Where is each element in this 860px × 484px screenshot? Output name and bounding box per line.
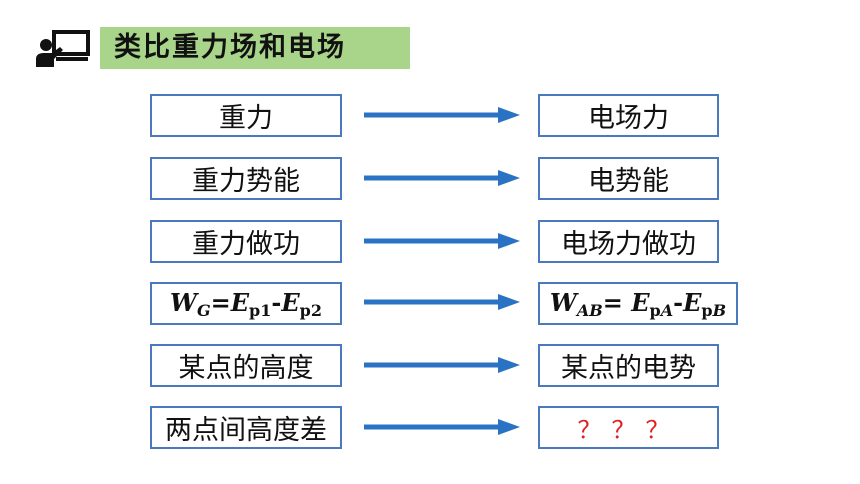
right-box-electric-force: 电场力 <box>538 94 719 137</box>
formula-part: WG=Ep1-Ep2 <box>170 287 322 320</box>
left-box-point-height: 某点的高度 <box>150 344 342 387</box>
teacher-board-icon <box>36 30 90 67</box>
left-box-gravity-work: 重力做功 <box>150 220 342 263</box>
arrow-right-icon <box>364 294 520 310</box>
title-highlight <box>100 27 410 69</box>
right-box-unknown: ？？？ <box>538 406 719 449</box>
right-box-electric-work-formula: WAB= EpA-EpB <box>538 282 738 325</box>
right-box-electric-potential-energy: 电势能 <box>538 157 719 200</box>
arrow-right-icon <box>364 170 520 186</box>
page-title: 类比重力场和电场 <box>114 32 346 63</box>
arrow-right-icon <box>364 233 520 249</box>
right-box-electric-force-work: 电场力做功 <box>538 220 719 263</box>
left-box-gravity: 重力 <box>150 94 342 137</box>
left-box-height-difference: 两点间高度差 <box>150 406 342 449</box>
arrow-right-icon <box>364 357 520 373</box>
arrow-right-icon <box>364 107 520 123</box>
formula-part: WAB= EpA-EpB <box>549 287 727 320</box>
arrow-right-icon <box>364 419 520 435</box>
right-box-point-potential: 某点的电势 <box>538 344 719 387</box>
left-box-gravity-potential-energy: 重力势能 <box>150 157 342 200</box>
left-box-gravity-work-formula: WG=Ep1-Ep2 <box>150 282 342 325</box>
